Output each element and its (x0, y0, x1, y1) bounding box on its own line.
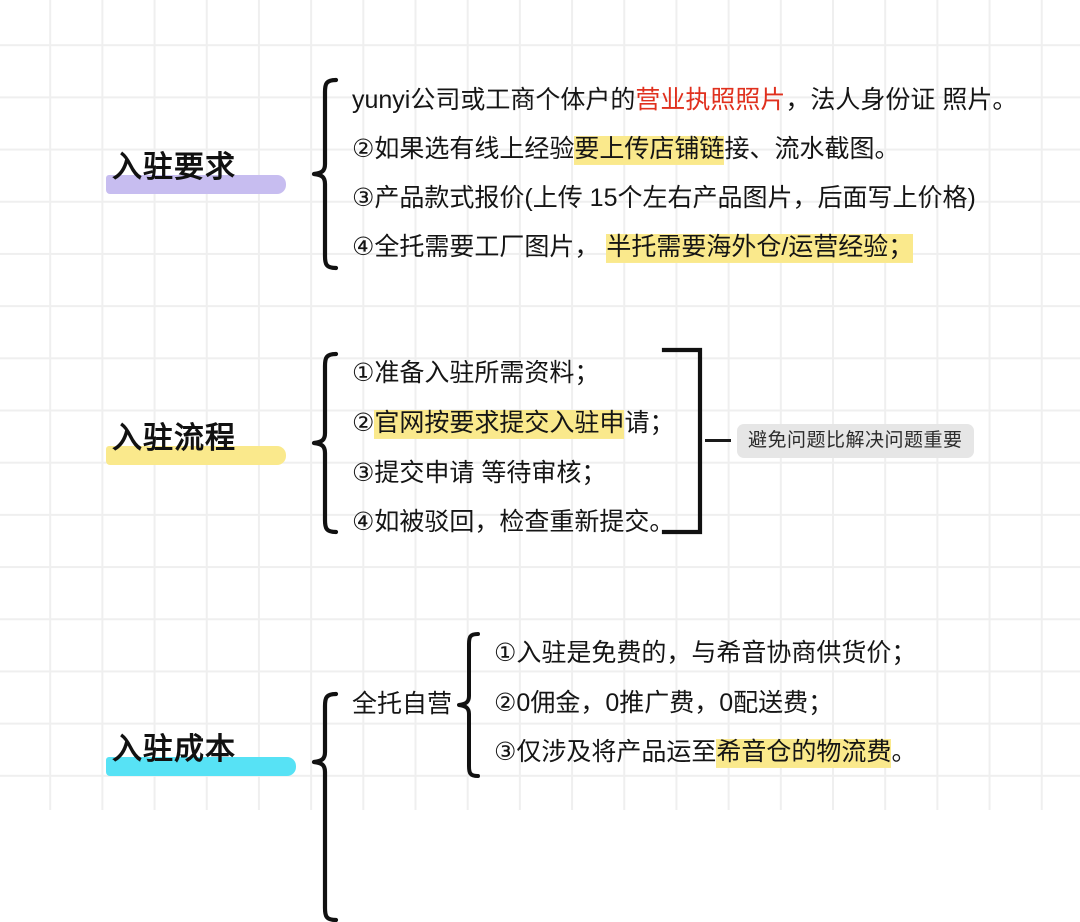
req-2-part-2-highlight: 要上传店铺链 (574, 134, 725, 166)
square-bracket-process-group (660, 346, 706, 536)
proc-1-part-1: ①准备入驻所需资料； (352, 359, 600, 387)
process-line-4: ④如被驳回，检查重新提交。 (352, 510, 674, 535)
req-2-part-1: ②如果选有线上经验 (352, 135, 575, 163)
requirements-line-4: ④全托需要工厂图片， 半托需要海外仓/运营经验； (352, 232, 914, 264)
cost-sub-label-full-hosting: 全托自营 (352, 690, 453, 718)
process-line-2: ②官网按要求提交入驻申请； (352, 408, 675, 440)
proc-2-part-1: ② (352, 409, 375, 437)
heading-highlight-bar-cost (106, 757, 296, 776)
proc-3-part-1: ③提交申请 等待审核； (352, 459, 607, 487)
requirements-line-3: ③产品款式报价(上传 15个左右产品图片，后面写上价格) (352, 186, 976, 211)
process-line-3: ③提交申请 等待审核； (352, 461, 606, 486)
cost-1-part-1: ①入驻是免费的，与希音协商供货价； (494, 639, 917, 667)
cost-line-1: ①入驻是免费的，与希音协商供货价； (494, 641, 916, 666)
curly-brace-process (310, 351, 344, 535)
req-1-part-2-red: 营业执照照片 (635, 86, 786, 114)
cost-3-part-1: ③仅涉及将产品运至 (494, 738, 717, 766)
curly-brace-cost-outer (310, 691, 344, 922)
heading-highlight-bar-process (106, 446, 286, 465)
proc-4-part-1: ④如被驳回，检查重新提交。 (352, 508, 675, 536)
section-heading-requirements: 入驻要求 (106, 151, 286, 194)
req-4-part-2-highlight: 半托需要海外仓/运营经验； (606, 232, 914, 264)
section-heading-cost: 入驻成本 (106, 733, 296, 776)
cost-2-part-1: ②0佣金，0推广费，0配送费； (494, 689, 834, 717)
proc-2-part-3: 请； (624, 409, 675, 437)
mindmap-canvas: 入驻要求 yunyi公司或工商个体户的营业执照照片，法人身份证 照片。 ②如果选… (106, 77, 1017, 922)
section-heading-label-process: 入驻流程 (112, 422, 236, 455)
req-4-part-1: ④全托需要工厂图片， (352, 233, 607, 261)
cost-3-part-2-highlight: 希音仓的物流费 (716, 737, 892, 769)
req-1-part-1: yunyi公司或工商个体户的 (352, 86, 636, 114)
section-heading-label-cost: 入驻成本 (112, 733, 236, 766)
requirements-line-1: yunyi公司或工商个体户的营业执照照片，法人身份证 照片。 (352, 88, 1017, 113)
heading-highlight-bar-requirements (106, 175, 286, 194)
req-2-part-3: 接、流水截图。 (724, 135, 900, 163)
cost-3-part-3: 。 (891, 738, 917, 766)
curly-brace-cost-inner (456, 632, 486, 780)
note-pill-process: 避免问题比解决问题重要 (737, 424, 974, 458)
section-heading-process: 入驻流程 (106, 422, 286, 465)
note-connector-dash (705, 439, 731, 442)
section-heading-label-requirements: 入驻要求 (112, 151, 236, 184)
req-3-part-1: ③产品款式报价(上传 15个左右产品图片，后面写上价格) (352, 184, 976, 212)
req-1-part-3: ，法人身份证 照片。 (785, 86, 1018, 114)
cost-line-3: ③仅涉及将产品运至希音仓的物流费。 (494, 737, 917, 769)
grid-paper-background (0, 0, 1080, 810)
curly-brace-requirements (310, 77, 344, 271)
process-line-1: ①准备入驻所需资料； (352, 361, 599, 386)
proc-2-part-2-highlight: 官网按要求提交入驻申 (374, 408, 625, 440)
requirements-line-2: ②如果选有线上经验要上传店铺链接、流水截图。 (352, 134, 900, 166)
cost-line-2: ②0佣金，0推广费，0配送费； (494, 691, 833, 716)
